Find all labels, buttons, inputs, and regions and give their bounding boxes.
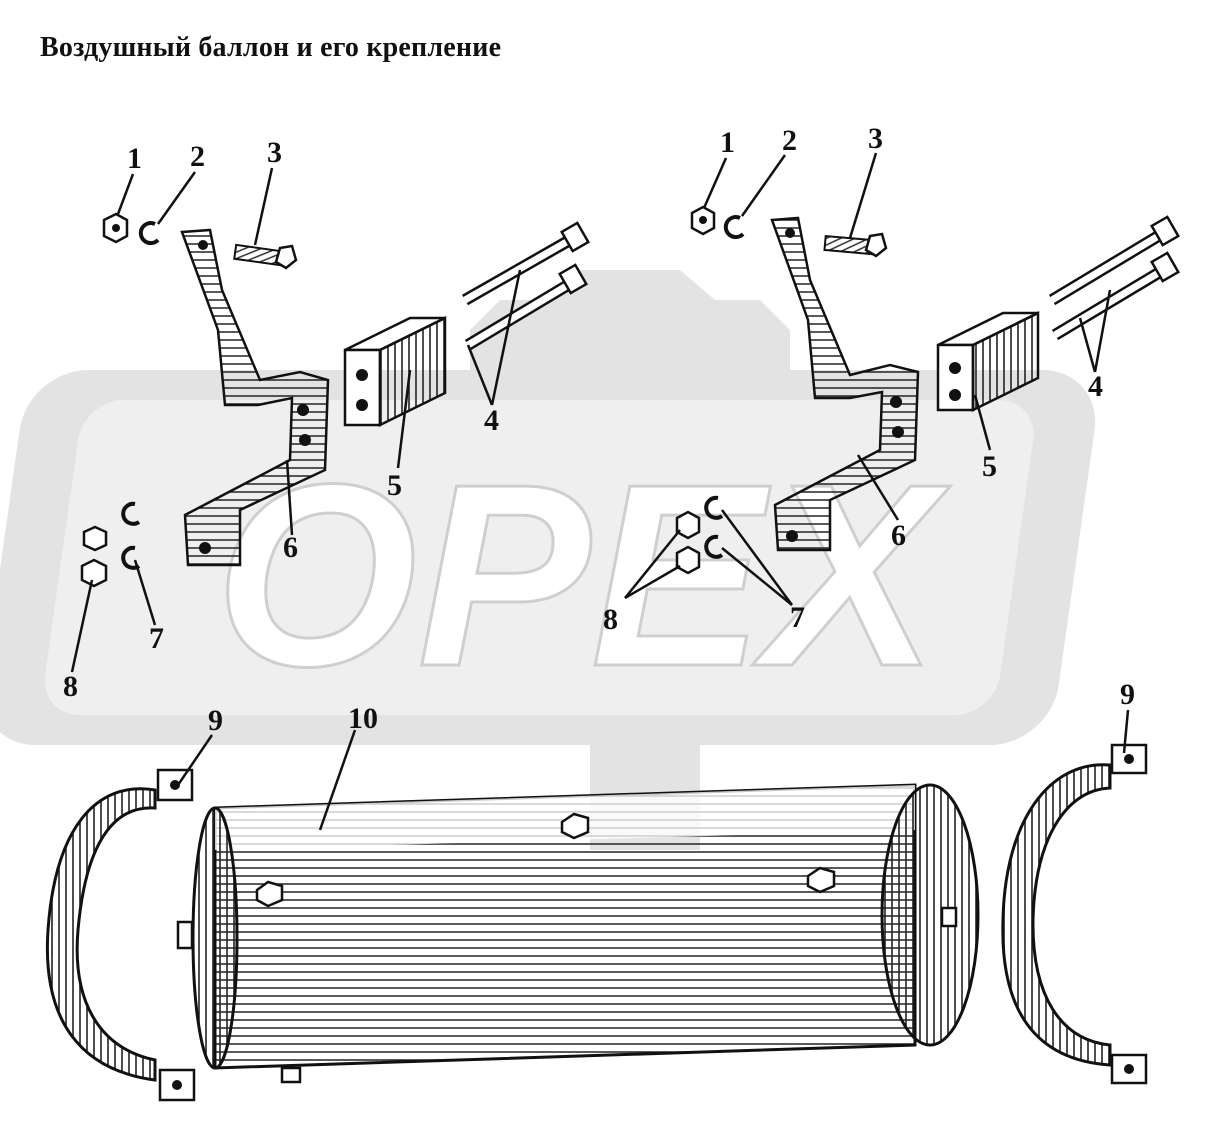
callout-6: 6 [891, 519, 906, 552]
fitting-icon [560, 812, 590, 840]
callout-6: 6 [283, 531, 298, 564]
bracket-icon [770, 216, 920, 552]
bracket-icon [180, 228, 330, 567]
callout-8: 8 [63, 670, 78, 703]
callout-10: 10 [348, 702, 378, 735]
callout-labels: 1 2 3 4 5 6 7 8 1 2 3 4 5 6 8 7 9 10 9 [63, 122, 1135, 737]
long-bolt-icon [1048, 215, 1181, 341]
left-bracket-assembly [80, 212, 591, 588]
callout-2: 2 [190, 140, 205, 173]
page-title: Воздушный баллон и его крепление [40, 32, 502, 63]
callout-5: 5 [387, 469, 402, 502]
washer-icon [704, 534, 724, 559]
washer-icon [138, 221, 160, 246]
callout-1: 1 [720, 126, 735, 159]
nut-icon [675, 510, 701, 540]
nut-icon [80, 558, 108, 588]
washer-icon [121, 545, 141, 570]
bolt-icon [823, 232, 888, 258]
watermark: OPEX [0, 270, 1096, 850]
right-bracket-assembly [675, 205, 1181, 575]
washer-icon [723, 215, 745, 240]
fitting-icon [806, 866, 836, 894]
callout-7: 7 [790, 601, 805, 634]
callout-9: 9 [1120, 678, 1135, 711]
fitting-icon [255, 880, 284, 908]
callout-4: 4 [484, 404, 499, 437]
callout-1: 1 [127, 142, 142, 175]
callout-3: 3 [868, 122, 883, 155]
rubber-block-icon [936, 310, 1040, 413]
callout-2: 2 [782, 124, 797, 157]
callout-8: 8 [603, 603, 618, 636]
clamp-left [45, 768, 196, 1102]
rubber-block-icon [343, 315, 447, 428]
callout-4: 4 [1088, 370, 1103, 403]
bolt-icon [233, 243, 298, 270]
callout-7: 7 [149, 622, 164, 655]
callout-9: 9 [208, 704, 223, 737]
watermark-gear [470, 270, 790, 380]
callout-3: 3 [267, 136, 282, 169]
long-bolt-icon [462, 221, 591, 351]
nut-icon [82, 525, 108, 552]
callout-5: 5 [982, 450, 997, 483]
washer-icon [121, 501, 141, 526]
clamp-right [1001, 743, 1148, 1085]
leader-lines [70, 152, 1130, 831]
washer-icon [704, 495, 724, 520]
air-tank [176, 783, 980, 1084]
nut-icon [675, 545, 701, 575]
